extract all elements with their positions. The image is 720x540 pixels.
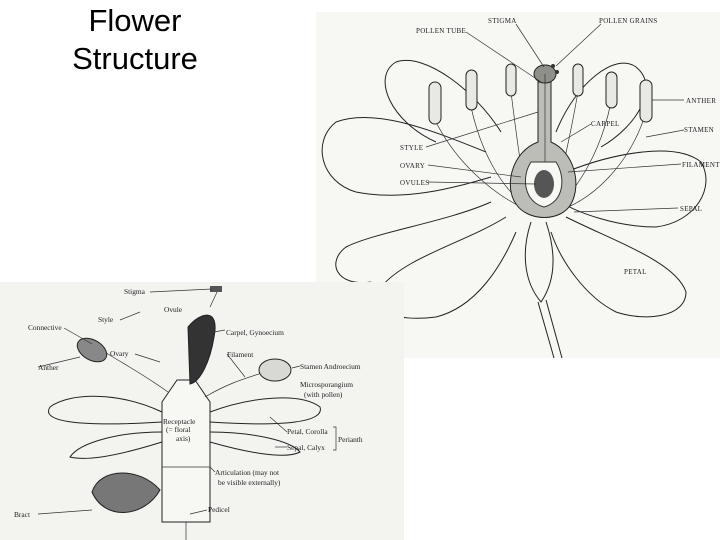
anther-6 [639,79,653,123]
leader-filament [226,353,246,378]
pollen-grain-2 [555,70,559,74]
leader-stamen [645,129,685,138]
label-anther: ANTHER [686,97,716,105]
filament-left [104,351,169,393]
leader-stamen [291,365,301,369]
anther-3 [505,63,517,97]
leader-sepal [573,207,679,213]
anther-5 [605,71,618,109]
petal-lower-right [550,216,687,318]
label-filament: Filament [227,350,254,359]
filament-6 [560,111,647,211]
bract-leaf [91,472,161,513]
title-line-2: Structure [72,41,198,76]
ovule-cluster [534,170,554,198]
label-sepal-calyx: Sepal, Calyx [287,443,325,452]
label-ovary: Ovary [110,349,129,358]
sepal-right [209,431,301,456]
label-receptacle-3: axis) [176,434,191,443]
anther-left [76,337,108,363]
leader-pollen-tube [465,31,542,83]
petal-right [209,397,321,425]
label-microsporangium: Microsporangium [300,380,353,389]
label-filament: FILAMENT [682,161,720,169]
label-carpel: CARPEL [591,120,620,128]
perianth-bracket [333,426,337,451]
microsporangium [258,358,292,382]
leader-style [119,311,141,321]
label-articulation-2: be visible externally) [218,478,281,487]
label-receptacle-1: Receptacle [163,417,196,426]
leader-pedicel [189,509,208,515]
label-stamen-androecium: Stamen Androecium [300,362,361,371]
petal-left [335,201,492,284]
leader-stigma [515,23,545,68]
label-bract: Bract [14,510,31,519]
label-stigma: Stigma [124,287,146,296]
anther-4 [572,63,584,97]
leader-pollen-grains [555,23,602,67]
stigma [210,286,222,292]
leader-ovary [134,353,161,363]
label-petal-corolla: Petal, Corolla [287,427,328,436]
label-carpel-gynoecium: Carpel, Gynoecium [226,328,284,337]
carpel-style [209,289,219,308]
petal-right [560,150,707,228]
label-stamen: STAMEN [684,126,714,134]
petal-left-upper [321,116,492,196]
label-petal: PETAL [624,268,647,276]
leader-ovary [427,164,522,178]
pedicel [537,299,563,358]
label-receptacle-2: (= floral [166,425,190,434]
petal-upper-left [384,60,502,143]
label-articulation-1: Articulation (may not [215,468,280,477]
leader-stigma [149,288,213,293]
receptacle [161,379,211,523]
label-style: STYLE [400,144,423,152]
anther-1 [428,81,442,125]
flower-parts-diagram: Stigma Ovule Style Connective Carpel, Gy… [0,282,404,540]
carpel-ovary [187,314,216,385]
sepal-left [69,431,163,459]
label-ovules: OVULES [400,179,429,187]
label-sepal: SEPAL [680,205,702,213]
leader-bract [37,509,93,515]
leader-connective [63,327,93,345]
flower-parts-drawing: Stigma Ovule Style Connective Carpel, Gy… [14,286,363,540]
leader-anther [37,356,81,368]
leader-petal [269,416,288,433]
label-anther: Anther [38,363,59,372]
label-connective: Connective [28,323,62,332]
label-perianth: Perianth [338,435,363,444]
label-style: Style [98,315,114,324]
petal-left [48,395,163,425]
label-pollen-grains: POLLEN GRAINS [599,17,658,25]
anther-2 [465,69,478,111]
leader-carpel [560,123,592,143]
leader-ovules [427,181,537,185]
petal-upper-right [555,62,647,148]
leader-carpel [213,329,226,333]
title-line-1: Flower [88,3,182,38]
label-with-pollen: (with pollen) [304,390,343,399]
pollen-grain-1 [551,64,555,68]
filament-right [204,371,266,398]
filament-1 [435,121,522,208]
leader-filament [567,163,682,173]
label-ovule: Ovule [164,305,183,314]
label-stigma: STIGMA [488,17,517,25]
label-pollen-tube: POLLEN TUBE [416,27,466,35]
sepal [524,221,554,303]
slide-title: Flower Structure [30,2,240,78]
leader-style [425,111,539,148]
label-ovary: OVARY [400,162,425,170]
label-pedicel: Pedicel [208,505,230,514]
flower-cross-section-drawing: POLLEN TUBE STIGMA POLLEN GRAINS ANTHER … [321,17,720,358]
leader-articulation [209,466,216,473]
